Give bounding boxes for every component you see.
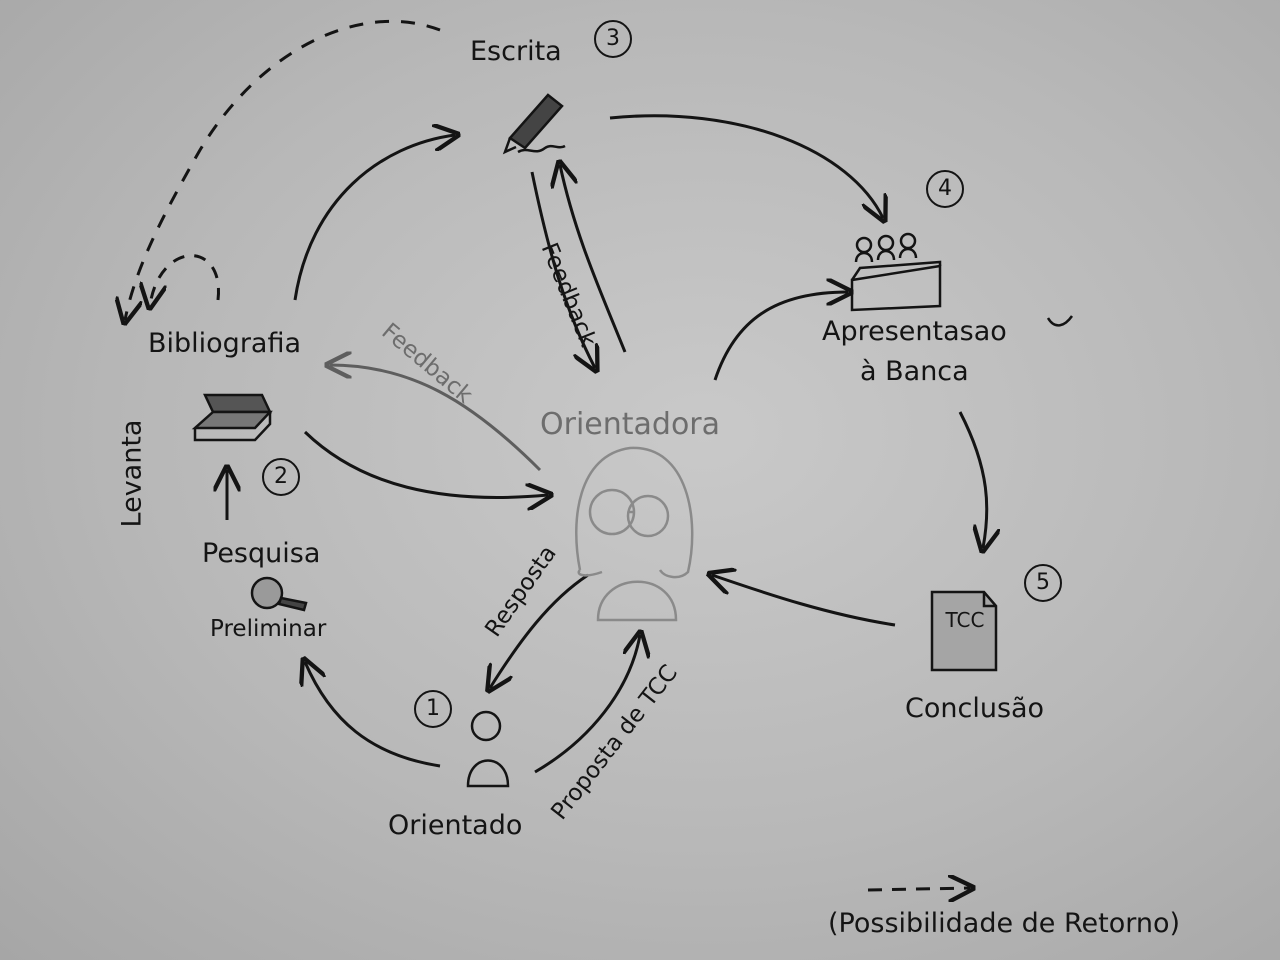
- conclusao-label: Conclusão: [905, 693, 1045, 724]
- apresentacao-step-badge: 4: [926, 170, 964, 208]
- arrow-bibliografia-orientadora: [303, 430, 548, 497]
- arrow-feedback-bibliografia: [330, 365, 542, 472]
- escrita-step-badge: 3: [594, 20, 632, 58]
- return-loop-dashed: [150, 254, 220, 305]
- document-text: TCC: [945, 608, 985, 632]
- legend-dashed-arrow: [867, 888, 970, 890]
- person-icon: [466, 710, 510, 788]
- orientado-step-badge: 1: [414, 690, 452, 728]
- apresentacao-label-line1: Apresentasao: [822, 316, 1007, 347]
- pesquisa-label-line1: Pesquisa: [202, 538, 321, 569]
- arrow-apresentacao-conclusao: [958, 411, 987, 548]
- book-icon: [191, 393, 273, 442]
- legend-text: (Possibilidade de Retorno): [828, 908, 1181, 939]
- squiggle-mark: [1046, 315, 1074, 327]
- apresentacao-label-line2: à Banca: [860, 356, 969, 387]
- return-arc-dashed: [125, 20, 441, 320]
- arrow-escrita-apresentacao: [609, 114, 883, 218]
- conclusao-step-badge: 5: [1024, 564, 1062, 602]
- arrow-orientadora-apresentacao: [713, 292, 848, 381]
- arrow-escrita-orientadora: [530, 171, 595, 368]
- magnifier-icon: [250, 576, 308, 612]
- orientado-label: Orientado: [388, 810, 523, 841]
- pesquisa-label-line2: Preliminar: [210, 616, 327, 642]
- pencil-icon: [502, 93, 566, 155]
- banca-desk-icon: [850, 232, 942, 312]
- document-icon: [930, 590, 998, 672]
- arrow-conclusao-orientadora: [712, 575, 896, 627]
- levantamento-label-line2: Bibliografia: [148, 328, 302, 359]
- levantamento-label-line1: Levanta: [116, 419, 148, 528]
- arrow-proposta: [534, 635, 640, 774]
- orientadora-figure: [575, 446, 694, 622]
- escrita-label: Escrita: [470, 36, 562, 67]
- arrow-orientadora-escrita: [560, 165, 627, 353]
- arrow-bibliografia-escrita: [293, 135, 455, 301]
- bibliografia-step-badge: 2: [262, 458, 300, 496]
- arrow-orientado-pesquisa: [305, 662, 441, 768]
- orientadora-label: Orientadora: [540, 407, 721, 442]
- arrow-resposta: [490, 573, 589, 688]
